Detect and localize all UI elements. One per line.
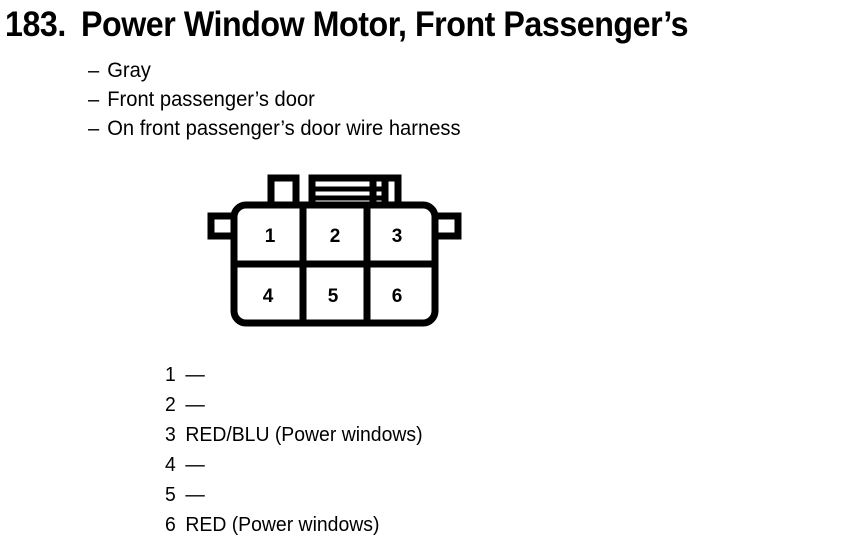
spec-label: Front passenger’s door xyxy=(107,88,315,111)
legend-pin-number: 1 xyxy=(165,364,176,386)
list-item: 1 — xyxy=(165,360,747,390)
legend-pin-description: — xyxy=(185,364,205,386)
list-item: 5 — xyxy=(165,480,747,510)
pin-number: 2 xyxy=(330,226,341,247)
connector-diagram: 1 2 3 4 5 6 xyxy=(205,172,465,330)
legend-pin-description: RED/BLU (Power windows) xyxy=(185,424,423,446)
list-item: 6 RED (Power windows) xyxy=(165,510,747,540)
list-item: – On front passenger’s door wire harness xyxy=(88,114,664,143)
list-item: 4 — xyxy=(165,450,747,480)
page-title: 183. Power Window Motor, Front Passenger… xyxy=(5,5,861,45)
legend-pin-description: — xyxy=(185,394,205,416)
pin-number: 1 xyxy=(265,226,276,247)
item-number: 183. xyxy=(5,5,66,44)
legend-pin-description: — xyxy=(185,454,205,476)
pin-legend: 1 — 2 — 3 RED/BLU (Power windows) 4 — 5 … xyxy=(165,360,765,540)
legend-pin-number: 6 xyxy=(165,514,176,536)
legend-pin-number: 5 xyxy=(165,484,176,506)
list-item: – Gray xyxy=(88,56,664,85)
legend-pin-description: — xyxy=(185,484,205,506)
legend-pin-number: 2 xyxy=(165,394,176,416)
pin-number: 3 xyxy=(392,226,403,247)
bullet-dash-icon: – xyxy=(88,88,100,111)
bullet-dash-icon: – xyxy=(88,59,100,82)
spec-list: – Gray – Front passenger’s door – On fro… xyxy=(88,56,688,143)
spec-label: On front passenger’s door wire harness xyxy=(107,117,461,140)
pin-number: 5 xyxy=(328,286,339,307)
legend-pin-description: RED (Power windows) xyxy=(185,514,380,536)
right-nub-icon xyxy=(434,212,462,240)
list-item: 2 — xyxy=(165,390,747,420)
left-tab-icon xyxy=(267,174,300,209)
bullet-dash-icon: – xyxy=(88,117,100,140)
spec-label: Gray xyxy=(107,59,151,82)
list-item: – Front passenger’s door xyxy=(88,85,664,114)
legend-pin-number: 3 xyxy=(165,424,176,446)
pin-number: 4 xyxy=(263,286,274,307)
title-text: Power Window Motor, Front Passenger’s xyxy=(81,5,689,44)
pin-number: 6 xyxy=(392,286,403,307)
left-nub-icon xyxy=(207,212,235,240)
list-item: 3 RED/BLU (Power windows) xyxy=(165,420,747,450)
legend-pin-number: 4 xyxy=(165,454,176,476)
